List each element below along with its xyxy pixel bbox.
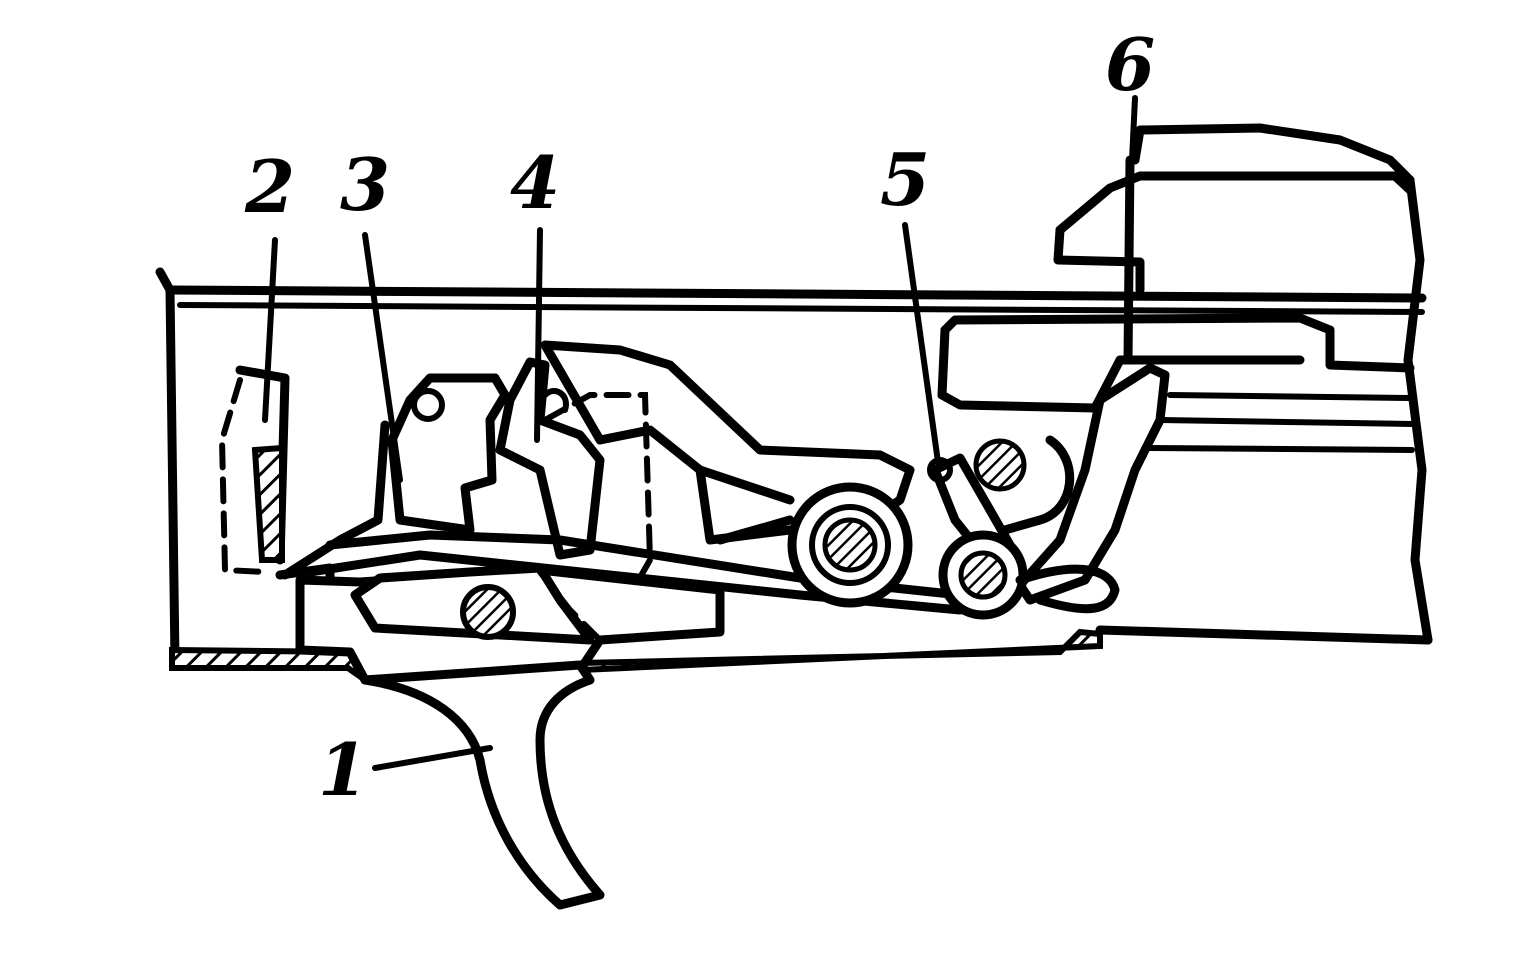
callout-3: 3 xyxy=(340,142,390,227)
callout-6: 6 xyxy=(1105,22,1155,107)
part-3-lever xyxy=(280,373,510,580)
leader-line-6 xyxy=(1129,95,1138,163)
leader-line-5 xyxy=(902,222,941,465)
trigger-body xyxy=(295,563,725,685)
receiver-housing xyxy=(155,175,1433,665)
leader-line-4 xyxy=(534,227,543,443)
callout-labels: 2 3 4 5 6 1 xyxy=(244,22,1155,812)
callout-2: 2 xyxy=(244,144,295,229)
part-5-lever xyxy=(927,435,1120,620)
leader-lines xyxy=(262,95,1138,771)
callout-1: 1 xyxy=(318,727,368,812)
part-2-block xyxy=(218,365,290,575)
main-pivot xyxy=(695,465,913,608)
bolt-carrier-6 xyxy=(937,123,1415,605)
leader-line-1 xyxy=(372,745,493,771)
leader-line-2 xyxy=(262,237,278,423)
leader-line-3 xyxy=(362,232,403,483)
callout-4: 4 xyxy=(510,140,560,225)
callout-5: 5 xyxy=(880,137,930,222)
trigger-1 xyxy=(360,660,605,910)
